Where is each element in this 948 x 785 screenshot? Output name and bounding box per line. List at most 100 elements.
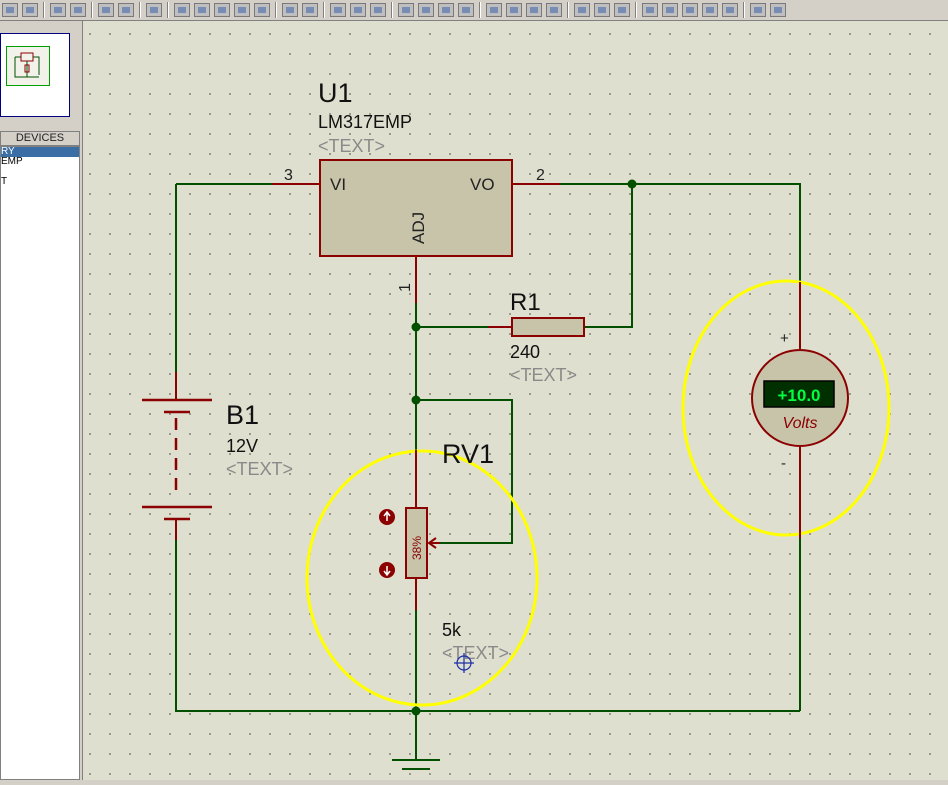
zoom-in-icon[interactable] (194, 3, 210, 17)
cut-icon[interactable] (330, 3, 346, 17)
wire (175, 540, 800, 712)
toolbar-separator (275, 2, 277, 18)
page-icon[interactable] (70, 3, 86, 17)
property-tool-icon[interactable] (614, 3, 630, 17)
block-delete-icon[interactable] (458, 3, 474, 17)
b1-text-placeholder[interactable]: <TEXT> (226, 459, 293, 479)
device-item[interactable]: RY (1, 147, 79, 157)
devices-list[interactable]: RY EMP T (0, 146, 80, 780)
rv1-body (405, 507, 428, 579)
redo-icon[interactable] (302, 3, 318, 17)
junction-dot (627, 179, 637, 189)
r1-text-placeholder[interactable]: <TEXT> (510, 365, 577, 385)
rv1-increase-button[interactable] (379, 509, 395, 525)
u1-pin-adj-label: ADJ (409, 212, 428, 244)
u1-text-placeholder[interactable]: <TEXT> (318, 136, 385, 156)
r1-resistor[interactable]: R1 240 <TEXT> (488, 289, 585, 385)
rv1-decrease-button[interactable] (379, 562, 395, 578)
u1-pin-vi-label: VI (330, 175, 346, 194)
electrical-rules-icon[interactable] (722, 3, 738, 17)
toolbar-separator (323, 2, 325, 18)
new-sheet-icon[interactable] (642, 3, 658, 17)
voltmeter-reading: +10.0 (777, 386, 820, 405)
junction-dot (411, 322, 421, 332)
b1-value[interactable]: 12V (226, 436, 258, 456)
rv1-reference[interactable]: RV1 (442, 439, 494, 469)
toolbar-separator (635, 2, 637, 18)
pick-device-icon[interactable] (486, 3, 502, 17)
u1-pins (272, 183, 560, 303)
refresh-icon[interactable] (98, 3, 114, 17)
grid-icon[interactable] (118, 3, 134, 17)
rv1-highlight-ring (305, 449, 539, 707)
u1-reference[interactable]: U1 (318, 78, 353, 108)
crosshair-lines (454, 653, 474, 673)
paste-icon[interactable] (370, 3, 386, 17)
ground-symbol[interactable] (392, 759, 440, 770)
device-item[interactable] (1, 167, 79, 177)
r1-body (511, 317, 585, 337)
zoom-all-icon[interactable] (234, 3, 250, 17)
junction-dot (411, 395, 421, 405)
u1-body (319, 159, 513, 257)
left-panel: DEVICES RY EMP T (0, 21, 83, 780)
toolbar (0, 0, 948, 21)
overview-window[interactable] (0, 33, 70, 117)
make-device-icon[interactable] (506, 3, 522, 17)
origin-icon[interactable] (146, 3, 162, 17)
wire-autorouter-icon[interactable] (574, 3, 590, 17)
wire (560, 183, 801, 282)
print-icon[interactable] (50, 3, 66, 17)
voltmeter-lcd (763, 380, 835, 408)
block-copy-icon[interactable] (398, 3, 414, 17)
r1-reference[interactable]: R1 (510, 289, 541, 316)
rv1-text-placeholder[interactable]: <TEXT> (442, 643, 509, 663)
zoom-area-icon[interactable] (254, 3, 270, 17)
undo-icon[interactable] (282, 3, 298, 17)
wire (416, 399, 513, 544)
device-item[interactable]: T (1, 177, 8, 187)
u1-pin2-number: 2 (536, 167, 545, 184)
u1-pin3-number: 3 (284, 167, 293, 184)
rv1-position-label: 38% (410, 536, 424, 560)
schematic-drawing[interactable]: VI VO ADJ 3 2 1 U1 LM317EMP <TEXT> R1 24… (83, 21, 948, 780)
toolbar-separator (479, 2, 481, 18)
device-item[interactable]: EMP (1, 157, 23, 167)
packaging-icon[interactable] (526, 3, 542, 17)
exit-sheet-icon[interactable] (682, 3, 698, 17)
netlist-icon[interactable] (750, 3, 766, 17)
toolbar-separator (91, 2, 93, 18)
devices-header: DEVICES (0, 131, 80, 146)
u1-regulator[interactable]: VI VO ADJ 3 2 1 U1 LM317EMP <TEXT> (272, 78, 560, 303)
decompose-icon[interactable] (546, 3, 562, 17)
junctions (411, 179, 637, 716)
r1-value[interactable]: 240 (510, 342, 540, 362)
zoom-out-icon[interactable] (214, 3, 230, 17)
b1-battery[interactable]: B1 12V <TEXT> (142, 372, 293, 540)
remove-sheet-icon[interactable] (662, 3, 678, 17)
crosshair-cursor-icon (454, 653, 474, 673)
block-rotate-icon[interactable] (438, 3, 454, 17)
wire (584, 184, 633, 328)
copy-icon[interactable] (350, 3, 366, 17)
block-move-icon[interactable] (418, 3, 434, 17)
b1-reference[interactable]: B1 (226, 400, 259, 430)
pan-icon[interactable] (174, 3, 190, 17)
down-arrow-icon (383, 566, 391, 577)
toolbar-separator (167, 2, 169, 18)
toolbar-separator (43, 2, 45, 18)
rv1-potentiometer[interactable]: 38% RV1 5k <TEXT> (305, 439, 539, 707)
wires (175, 183, 801, 760)
ares-icon[interactable] (770, 3, 786, 17)
toolbar-separator (139, 2, 141, 18)
schematic-canvas[interactable]: VI VO ADJ 3 2 1 U1 LM317EMP <TEXT> R1 24… (83, 21, 948, 780)
save-all-icon[interactable] (22, 3, 38, 17)
search-icon[interactable] (594, 3, 610, 17)
bill-of-materials-icon[interactable] (702, 3, 718, 17)
voltmeter-highlight-ring (681, 279, 891, 537)
rv1-value[interactable]: 5k (442, 620, 462, 640)
save-icon[interactable] (2, 3, 18, 17)
dc-voltmeter[interactable]: +10.0 Volts + - (681, 279, 891, 538)
u1-value[interactable]: LM317EMP (318, 112, 412, 132)
voltmeter-plus-label: + (780, 330, 789, 347)
